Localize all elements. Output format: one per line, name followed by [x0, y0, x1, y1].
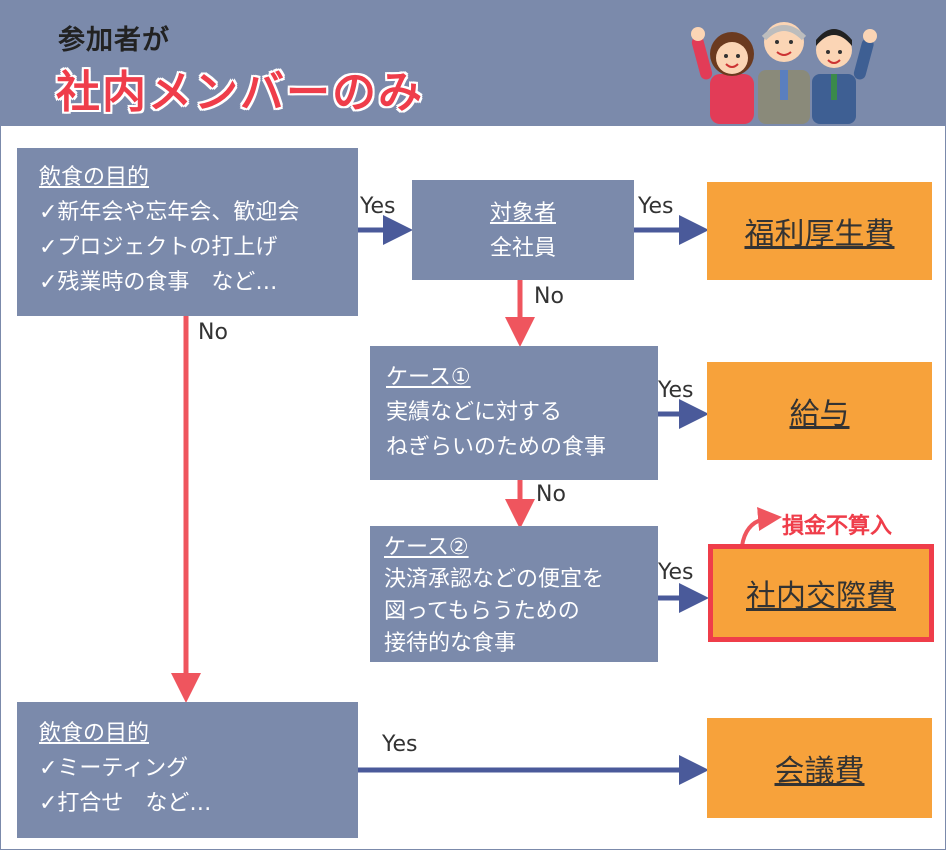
purpose-heading: 飲食の目的 [39, 165, 150, 190]
note-label: 損金不算入 [782, 514, 893, 539]
yes-label: Yes [360, 194, 396, 219]
result-meeting: 会議費 [707, 718, 932, 818]
yes-label: Yes [658, 560, 694, 585]
case1-line: 実績などに対する [386, 400, 563, 425]
arrow-to-note [740, 507, 782, 547]
case1-line: ねぎらいのための食事 [386, 435, 607, 460]
no-label: No [534, 284, 564, 309]
case2-line: 接待的な食事 [384, 631, 517, 656]
result-entertainment: 社内交際費 [708, 544, 934, 642]
case1-heading: ケース① [386, 365, 471, 390]
header-title: 社内メンバーのみ [56, 67, 424, 118]
purpose-box-1: 飲食の目的 ✓新年会や忘年会、歓迎会 ✓プロジェクトの打上げ ✓残業時の食事 な… [17, 148, 358, 316]
purpose-item: ✓残業時の食事 など… [39, 270, 278, 295]
target-box: 対象者 全社員 [412, 180, 634, 280]
result-salary: 給与 [707, 362, 932, 460]
case2-box: ケース② 決済承認などの便宜を 図ってもらうための 接待的な食事 [370, 526, 658, 662]
case2-heading: ケース② [384, 535, 469, 560]
header: 参加者が 社内メンバーのみ [0, 0, 946, 126]
case2-line: 決済承認などの便宜を [384, 567, 605, 592]
people-illustration [691, 22, 877, 124]
purpose-item: ✓打合せ など… [39, 791, 212, 816]
purpose-box-2: 飲食の目的 ✓ミーティング ✓打合せ など… [17, 702, 358, 838]
purpose-item: ✓新年会や忘年会、歓迎会 [39, 200, 300, 225]
target-value: 全社員 [489, 236, 556, 261]
yes-label: Yes [658, 378, 694, 403]
no-label: No [198, 320, 228, 345]
result-welfare: 福利厚生費 [707, 182, 932, 280]
no-label: No [536, 482, 566, 507]
purpose-heading: 飲食の目的 [39, 721, 150, 746]
header-subtitle: 参加者が [58, 25, 170, 56]
purpose-item: ✓ミーティング [39, 756, 189, 781]
yes-label: Yes [638, 194, 674, 219]
purpose-item: ✓プロジェクトの打上げ [39, 235, 278, 260]
case1-box: ケース① 実績などに対する ねぎらいのための食事 [370, 346, 658, 480]
target-heading: 対象者 [489, 201, 556, 226]
yes-label: Yes [382, 732, 418, 757]
case2-line: 図ってもらうための [384, 599, 580, 624]
